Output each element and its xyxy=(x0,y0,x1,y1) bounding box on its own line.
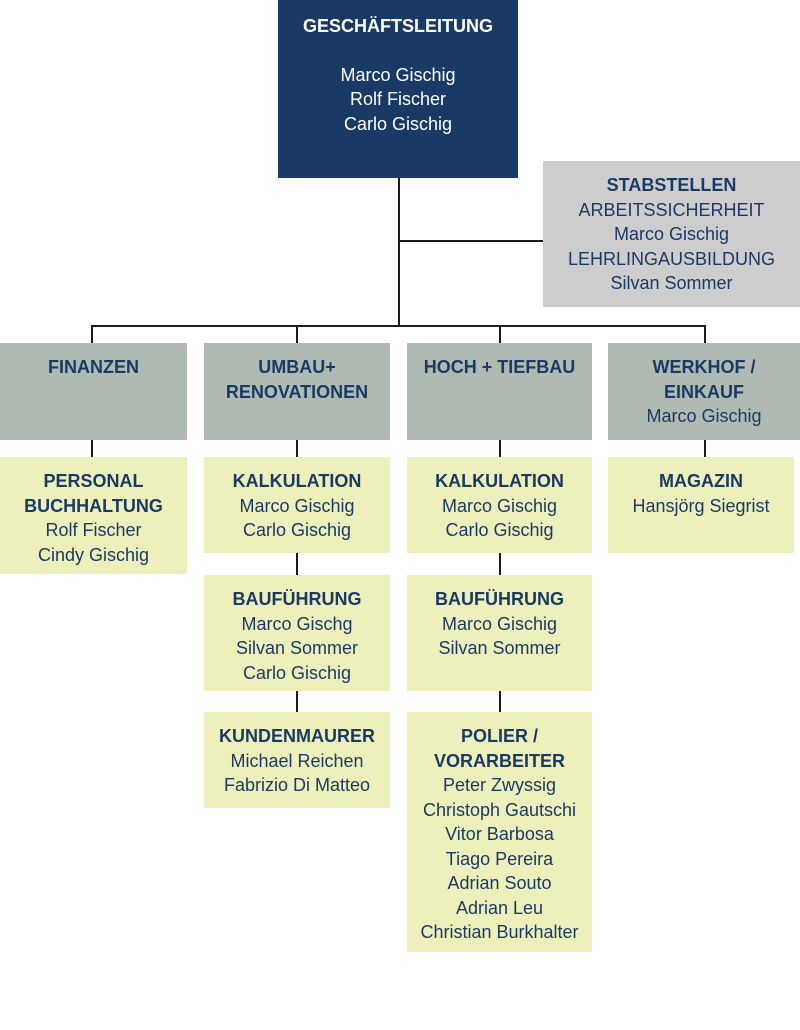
staff-box: STABSTELLEN ARBEITSSICHERHEIT Marco Gisc… xyxy=(543,161,800,307)
unit-hochbau-kalkulation: KALKULATION Marco Gischig Carlo Gischig xyxy=(407,457,592,553)
unit-title: POLIER / xyxy=(460,726,538,746)
staff-title: STABSTELLEN xyxy=(606,175,737,195)
unit-title: PERSONAL xyxy=(43,471,144,491)
staff-line: LEHRLINGAUSBILDUNG xyxy=(567,248,776,269)
unit-umbau-baufuehrung: BAUFÜHRUNG Marco Gischg Silvan Sommer Ca… xyxy=(204,575,390,691)
unit-person: Silvan Sommer xyxy=(235,638,359,658)
unit-personal-buchhaltung: PERSONAL BUCHHALTUNG Rolf Fischer Cindy … xyxy=(0,457,187,574)
department-hochbau: HOCH + TIEFBAU xyxy=(407,343,592,440)
department-finanzen: FINANZEN xyxy=(0,343,187,440)
department-title: RENOVATIONEN xyxy=(225,381,369,402)
unit-umbau-kundenmaurer: KUNDENMAURER Michael Reichen Fabrizio Di… xyxy=(204,712,390,808)
department-title: HOCH + TIEFBAU xyxy=(423,357,576,377)
unit-person: Hansjörg Siegrist xyxy=(632,495,770,516)
connector-finanzen xyxy=(91,325,93,344)
department-person: Marco Gischig xyxy=(646,406,762,426)
unit-person: Marco Gischig xyxy=(239,495,355,516)
unit-person: Rolf Fischer xyxy=(45,520,142,540)
leadership-box: GESCHÄFTSLEITUNG Marco Gischig Rolf Fisc… xyxy=(278,0,518,178)
unit-person: Michael Reichen xyxy=(230,750,364,771)
leadership-person: Carlo Gischig xyxy=(343,113,453,134)
unit-title: MAGAZIN xyxy=(659,471,743,491)
leadership-title: GESCHÄFTSLEITUNG xyxy=(302,16,493,36)
unit-person: Marco Gischg xyxy=(241,613,353,634)
connector-staff xyxy=(398,240,544,242)
unit-person: Tiago Pereira xyxy=(445,848,554,869)
unit-hochbau-polier: POLIER / VORARBEITER Peter Zwyssig Chris… xyxy=(407,712,592,952)
connector-umbau xyxy=(296,325,298,344)
unit-magazin: MAGAZIN Hansjörg Siegrist xyxy=(608,457,794,553)
unit-person: Adrian Souto xyxy=(447,873,552,893)
unit-person: Fabrizio Di Matteo xyxy=(223,775,371,795)
unit-hochbau-baufuehrung: BAUFÜHRUNG Marco Gischig Silvan Sommer xyxy=(407,575,592,691)
unit-person: Vitor Barbosa xyxy=(445,824,554,844)
leadership-person: Marco Gischig xyxy=(340,64,456,85)
unit-umbau-kalkulation: KALKULATION Marco Gischig Carlo Gischig xyxy=(204,457,390,553)
department-title: UMBAU+ xyxy=(258,357,336,377)
unit-title: KALKULATION xyxy=(435,471,564,491)
unit-person: Adrian Leu xyxy=(455,897,544,918)
unit-title: KUNDENMAURER xyxy=(219,726,375,746)
connector-hochbau xyxy=(499,325,501,344)
staff-line: Silvan Sommer xyxy=(610,273,733,293)
unit-person: Christian Burkhalter xyxy=(420,922,579,942)
connector-umbau-unit-3 xyxy=(296,691,298,712)
unit-person: Carlo Gischig xyxy=(242,520,352,540)
unit-title: BAUFÜHRUNG xyxy=(232,589,362,609)
connector-leadership-down xyxy=(398,178,400,326)
connector-werkhof-unit xyxy=(704,440,706,457)
unit-person: Marco Gischig xyxy=(441,613,558,634)
connector-finanzen-unit xyxy=(91,440,93,457)
department-title: WERKHOF / xyxy=(652,357,756,377)
unit-person: Carlo Gischig xyxy=(445,520,554,540)
connector-umbau-unit-2 xyxy=(296,553,298,575)
unit-title: BUCHHALTUNG xyxy=(24,495,163,516)
leadership-person: Rolf Fischer xyxy=(349,89,447,109)
connector-umbau-unit-1 xyxy=(296,440,298,457)
connector-hochbau-unit-3 xyxy=(499,691,501,712)
unit-person: Cindy Gischig xyxy=(37,544,150,565)
unit-person: Silvan Sommer xyxy=(438,638,561,658)
department-umbau: UMBAU+ RENOVATIONEN xyxy=(204,343,390,440)
connector-werkhof xyxy=(704,325,706,344)
department-title: FINANZEN xyxy=(48,357,139,377)
connector-departments-horizontal xyxy=(91,325,706,327)
unit-person: Carlo Gischig xyxy=(242,662,352,683)
unit-title: BAUFÜHRUNG xyxy=(435,589,564,609)
unit-title: VORARBEITER xyxy=(433,750,565,771)
unit-title: KALKULATION xyxy=(232,471,362,491)
unit-person: Christoph Gautschi xyxy=(422,799,577,820)
staff-line: ARBEITSSICHERHEIT xyxy=(578,199,765,220)
department-werkhof: WERKHOF / EINKAUF Marco Gischig xyxy=(608,343,800,440)
connector-hochbau-unit-2 xyxy=(499,553,501,575)
unit-person: Marco Gischig xyxy=(441,495,558,516)
staff-line: Marco Gischig xyxy=(613,224,730,244)
department-title: EINKAUF xyxy=(664,381,744,402)
unit-person: Peter Zwyssig xyxy=(442,775,557,795)
connector-hochbau-unit-1 xyxy=(499,440,501,457)
